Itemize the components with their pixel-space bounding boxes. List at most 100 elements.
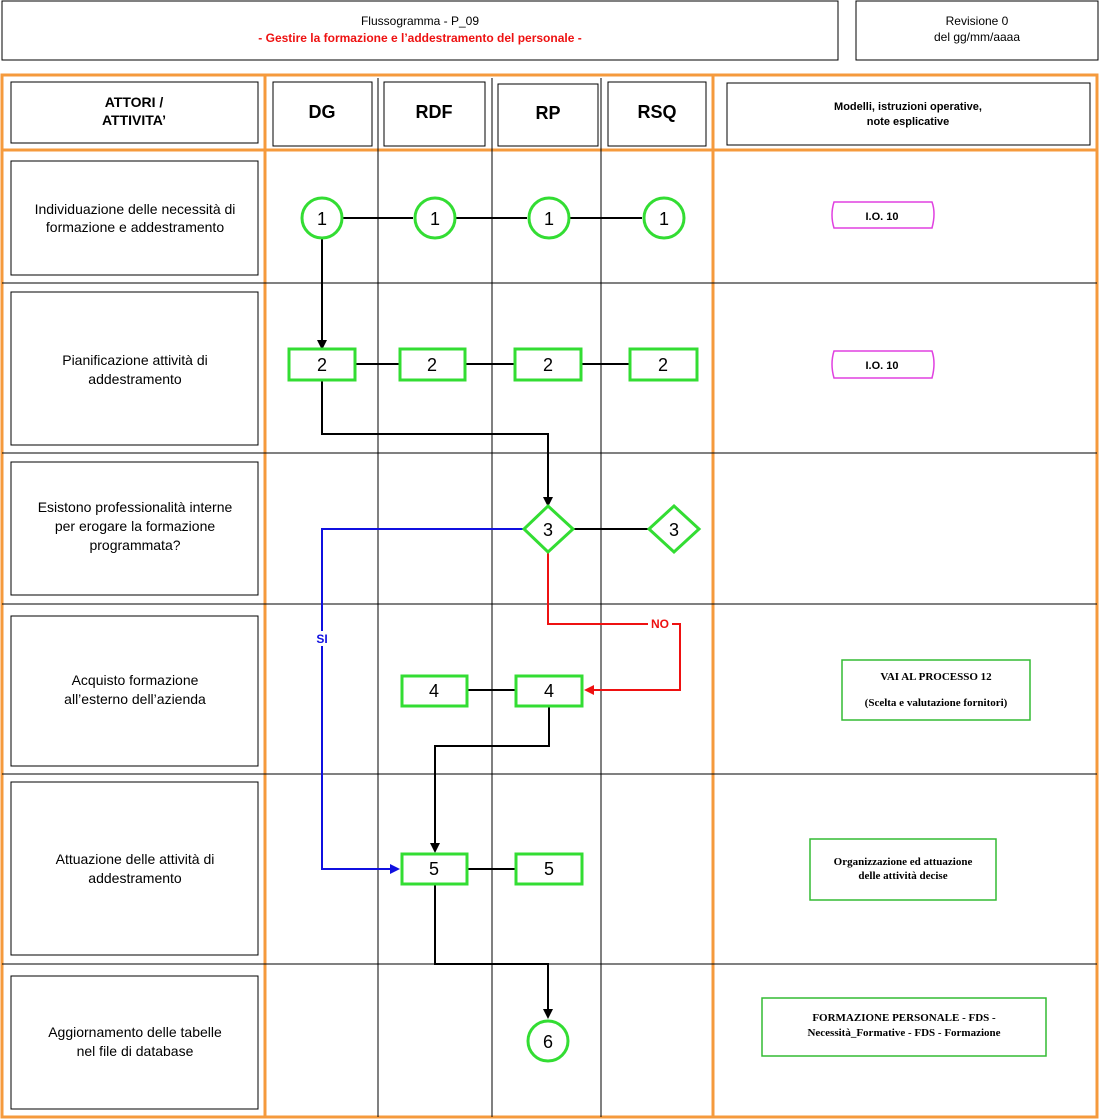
process12-line1: VAI AL PROCESSO 12 (880, 671, 992, 683)
actors-header-line1: ATTORI / (105, 94, 164, 110)
activity-6-line1: Aggiornamento delle tabelle (48, 1024, 222, 1040)
activity-box-2 (10, 291, 259, 446)
activity-6-line2: nel file di database (77, 1043, 194, 1059)
node-2-rdf-label: 2 (427, 355, 437, 375)
no-label: NO (651, 617, 669, 631)
rsq-header: RSQ (637, 102, 676, 122)
activity-2-line1: Pianificazione attività di (62, 352, 208, 368)
page-subtitle: - Gestire la formazione e l’addestrament… (258, 31, 581, 45)
process12-note (841, 659, 1031, 721)
node-5-rdf-label: 5 (429, 859, 439, 879)
arrow-2-to-3 (321, 380, 553, 507)
node-3-rp (521, 503, 576, 555)
no-label-bg (648, 616, 672, 631)
activity-boxes (10, 160, 259, 1110)
node-2-rdf (398, 347, 467, 382)
rsq-header-box (607, 81, 707, 147)
revision-label: Revisione 0 (946, 14, 1009, 28)
activity-2-line2: addestramento (88, 371, 182, 387)
activity-3-line3: programmata? (89, 537, 180, 553)
arrow-4-to-5 (430, 706, 550, 853)
activity-4-line2: all’esterno dell’azienda (64, 691, 206, 707)
activity-box-3 (10, 461, 259, 596)
node-3-rp-label: 3 (543, 520, 553, 540)
process12-line2: (Scelta e valutazione fornitori) (865, 697, 1008, 709)
nodes (287, 196, 702, 1063)
node-1-rdf-label: 1 (430, 209, 440, 229)
attuazione-note (809, 838, 997, 901)
activity-4-line1: Acquisto formazione (72, 672, 199, 688)
activity-labels: Individuazione delle necessità di formaz… (35, 201, 236, 1059)
activity-3-line2: per erogare la formazione (55, 518, 216, 534)
models-header-box (726, 82, 1091, 146)
si-label: SI (316, 632, 327, 646)
revision-date: del gg/mm/aaaa (934, 30, 1020, 44)
rdf-header: RDF (416, 102, 453, 122)
node-1-dg-label: 1 (317, 209, 327, 229)
node-2-rsq (628, 347, 699, 382)
node-4-rp (514, 674, 584, 708)
node-1-rp-label: 1 (544, 209, 554, 229)
io10-note-2 (831, 350, 935, 379)
node-labels: 1 1 1 1 2 2 2 2 3 3 4 4 5 5 6 (317, 209, 679, 1052)
revision-box (855, 0, 1099, 61)
node-1-rsq (642, 196, 686, 240)
header: Flussogramma - P_09 - Gestire la formazi… (1, 0, 1099, 61)
column-headers (10, 81, 1091, 147)
arrow-no-to-4 (547, 553, 681, 695)
activity-3-line1: Esistono professionalità interne (38, 499, 233, 515)
actors-header-line2: ATTIVITA’ (102, 112, 166, 128)
rdf-header-box (383, 81, 486, 147)
node-6-rp (526, 1019, 570, 1063)
database-note (761, 997, 1047, 1057)
dg-header: DG (309, 102, 336, 122)
node-4-rdf (400, 674, 469, 708)
node-4-rp-label: 4 (544, 681, 554, 701)
activity-box-4 (10, 615, 259, 767)
io10-note-1 (831, 201, 935, 229)
table-frame (0, 73, 1099, 1119)
activity-1-line2: formazione e addestramento (46, 219, 224, 235)
attuazione-line1: Organizzazione ed attuazione (834, 856, 973, 868)
models-header-line1: Modelli, istruzioni operative, (834, 101, 982, 113)
node-3-rsq-label: 3 (669, 520, 679, 540)
node-3-rsq (646, 503, 702, 555)
models-header-line2: note esplicative (867, 116, 950, 128)
node-4-rdf-label: 4 (429, 681, 439, 701)
activity-1-line1: Individuazione delle necessità di (35, 201, 236, 217)
actors-header-box (10, 81, 259, 144)
activity-box-1 (10, 160, 259, 276)
notes: I.O. 10 I.O. 10 VAI AL PROCESSO 12 (Scel… (761, 201, 1047, 1057)
node-2-rp-label: 2 (543, 355, 553, 375)
activity-box-5 (10, 781, 259, 956)
connectors (317, 217, 681, 1019)
column-header-labels: ATTORI / ATTIVITA’ DG RDF RP RSQ Modelli… (102, 94, 982, 128)
database-line2: Necessità_Formative - FDS - Formazione (807, 1027, 1000, 1039)
rp-header-box (497, 83, 599, 147)
arrow-si-to-5 (321, 528, 524, 874)
activity-5-line1: Attuazione delle attività di (56, 851, 215, 867)
database-line1: FORMAZIONE PERSONALE - FDS - (812, 1012, 996, 1024)
activity-box-6 (10, 975, 259, 1110)
si-label-bg (313, 631, 331, 646)
frame-outer (0, 73, 1099, 1119)
node-1-rdf (413, 196, 457, 240)
node-6-rp-label: 6 (543, 1032, 553, 1052)
rp-header: RP (535, 103, 560, 123)
dg-header-box (272, 81, 373, 147)
node-2-rp (513, 347, 583, 382)
node-2-dg-label: 2 (317, 355, 327, 375)
arrow-5-to-6 (434, 885, 553, 1019)
node-2-rsq-label: 2 (658, 355, 668, 375)
node-1-dg (300, 196, 344, 240)
node-2-dg (287, 347, 357, 382)
title-box (1, 0, 839, 61)
node-5-rdf (400, 852, 469, 886)
node-5-rp (514, 852, 584, 886)
activity-5-line2: addestramento (88, 870, 182, 886)
node-1-rp (527, 196, 571, 240)
io10-note-1-label: I.O. 10 (865, 211, 898, 223)
grid-lines (2, 78, 1097, 1117)
io10-note-2-label: I.O. 10 (865, 360, 898, 372)
